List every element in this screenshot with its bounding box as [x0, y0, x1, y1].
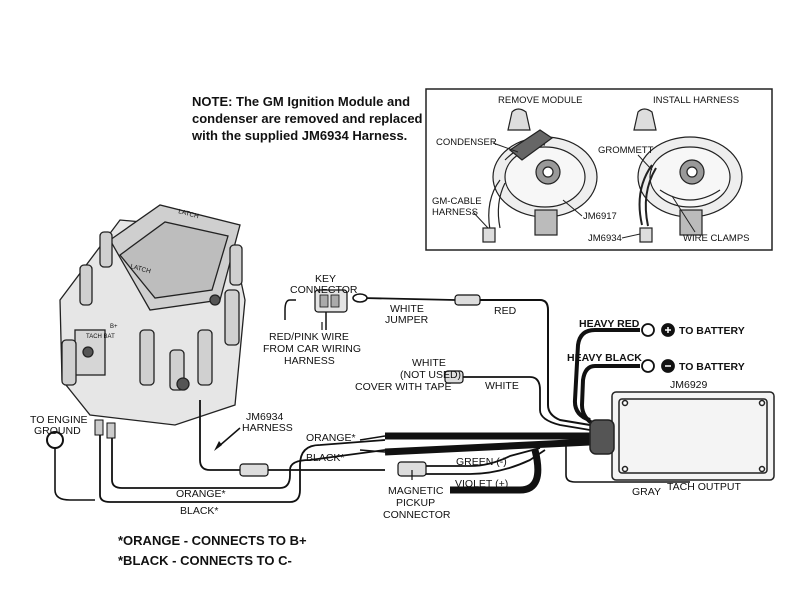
label-key-connector-1: KEY [315, 273, 336, 285]
label-engine-ground-1: TO ENGINE [30, 414, 88, 426]
label-heavy-black: HEAVY BLACK [567, 352, 642, 364]
distributor-install-drawing [633, 108, 743, 243]
footnote-black: *BLACK - CONNECTS TO C- [118, 553, 292, 568]
note-text: NOTE: The GM Ignition Module and condens… [192, 94, 423, 143]
distributor-remove-drawing [482, 108, 598, 243]
battery-terminals [641, 323, 675, 373]
inset-grommett-label: GROMMETT [598, 145, 654, 156]
inset-wire-clamps-label: WIRE CLAMPS [683, 233, 750, 244]
footnote-orange: *ORANGE - CONNECTS TO B+ [118, 533, 307, 548]
label-red: RED [494, 305, 517, 317]
label-red-pink-1: RED/PINK WIRE [269, 331, 349, 343]
label-white-not-used-3: COVER WITH TAPE [355, 381, 451, 393]
label-to-battery-positive: TO BATTERY [679, 325, 745, 337]
label-jm6934-harness-2: HARNESS [242, 422, 293, 434]
label-white-not-used-2: (NOT USED) [400, 369, 461, 381]
label-magnetic-3: CONNECTOR [383, 509, 451, 521]
label-jm6934-harness-1: JM6934 [246, 411, 284, 423]
label-orange-lower: ORANGE* [176, 488, 226, 500]
label-to-battery-negative: TO BATTERY [679, 361, 745, 373]
label-white-not-used-1: WHITE [412, 357, 446, 369]
label-white: WHITE [485, 380, 519, 392]
inset-install-title: INSTALL HARNESS [653, 95, 739, 106]
label-violet: VIOLET (+) [455, 478, 508, 490]
inset-gm-cable-label-1: GM-CABLE [432, 196, 482, 207]
inset-gm-cable-label-2: HARNESS [432, 207, 478, 218]
cap-b-plus: B+ [110, 324, 118, 330]
harness-arrow-head [214, 441, 222, 451]
label-heavy-red: HEAVY RED [579, 318, 640, 330]
label-engine-ground-2: GROUND [34, 425, 81, 437]
label-jm6929: JM6929 [670, 379, 708, 391]
inset-jm6917-label: JM6917 [583, 211, 617, 222]
label-black-lower: BLACK* [180, 505, 219, 517]
label-magnetic-2: PICKUP [396, 497, 435, 509]
harness-arrow [217, 427, 241, 448]
label-white-jumper-1: WHITE [390, 303, 424, 315]
inset-panel: REMOVE MODULE INSTALL HARNESS CONDENSER … [425, 88, 773, 251]
label-orange-upper: ORANGE* [306, 432, 356, 444]
inset-remove-title: REMOVE MODULE [498, 95, 582, 106]
label-white-jumper-2: JUMPER [385, 314, 429, 326]
inset-jm6934-label: JM6934 [588, 233, 622, 244]
label-green: GREEN (-) [456, 456, 507, 468]
label-magnetic-1: MAGNETIC [388, 485, 444, 497]
label-red-pink-3: HARNESS [284, 355, 335, 367]
inset-condenser-label: CONDENSER [436, 137, 497, 148]
label-key-connector-2: CONNECTOR [290, 284, 358, 296]
distributor-cap [59, 204, 246, 426]
wires [46, 289, 690, 503]
label-tach-output: TACH OUTPUT [667, 481, 741, 493]
labels: KEY CONNECTOR WHITE JUMPER RED RED/PINK … [30, 273, 745, 521]
label-black-upper: BLACK* [306, 452, 345, 464]
label-gray: GRAY [632, 486, 661, 498]
label-red-pink-2: FROM CAR WIRING [263, 343, 361, 355]
cap-tach-bat: TACH BAT [86, 334, 115, 340]
jm6929-module [589, 391, 775, 481]
